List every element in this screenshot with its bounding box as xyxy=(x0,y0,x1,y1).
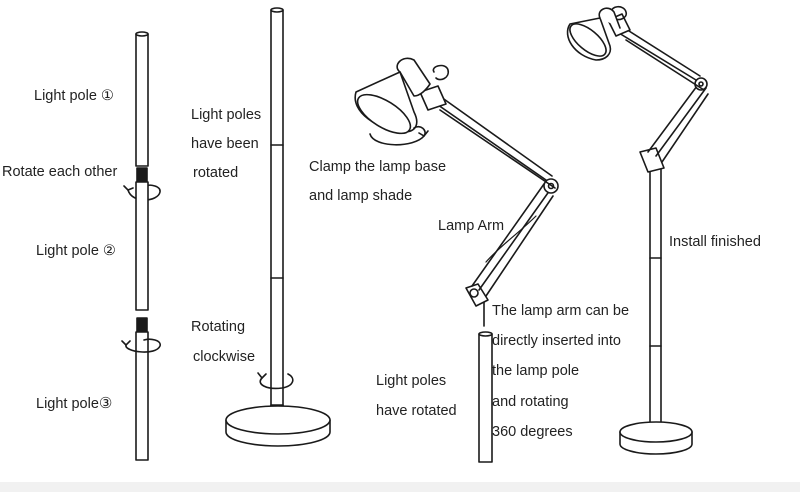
clockwise-arrow xyxy=(257,372,294,390)
lamp-shade xyxy=(354,57,431,135)
light-pole-3-label: Light pole③ xyxy=(36,395,112,413)
insert-note-line1: The lamp arm can be xyxy=(492,303,630,319)
step4-finished-lamp xyxy=(566,5,709,455)
rotate-each-other-label: Rotate each other xyxy=(2,164,118,180)
rotating-clockwise-line2: clockwise xyxy=(193,349,256,365)
light-pole-3-text: Light pole xyxy=(36,396,99,412)
arm-lower-joint xyxy=(465,283,489,307)
lamp-pole-stub xyxy=(478,331,493,463)
head-joint xyxy=(419,64,450,111)
poles-rotated-line1: Light poles xyxy=(191,107,262,123)
bottom-strip xyxy=(0,482,800,492)
poles-have-rotated-line1: Light poles xyxy=(376,373,447,389)
insert-note-line5: 360 degrees xyxy=(492,424,573,440)
step1-poles xyxy=(121,31,161,461)
light-pole-2 xyxy=(135,181,149,311)
finished-lamp-shade xyxy=(566,7,621,61)
lamp-arm xyxy=(427,91,559,297)
insert-note-line4: and rotating xyxy=(492,394,569,410)
light-pole-1-label: Light pole ① xyxy=(34,88,114,104)
clamp-label-line2: and lamp shade xyxy=(309,188,413,204)
light-pole-3-number: ③ xyxy=(98,395,113,412)
poles-have-rotated-line2: have rotated xyxy=(376,403,457,419)
light-pole-3 xyxy=(121,317,161,461)
install-finished-label: Install finished xyxy=(669,234,761,250)
step2-assembled-pole xyxy=(225,7,331,447)
rotating-clockwise-line1: Rotating xyxy=(191,319,246,335)
round-base xyxy=(225,405,331,447)
shade-rotate-arrow xyxy=(369,125,429,146)
light-pole-2-label: Light pole ② xyxy=(36,243,116,259)
insert-note-line3: the lamp pole xyxy=(492,363,580,379)
poles-rotated-line2: have been xyxy=(191,136,259,152)
step3-arm-install xyxy=(354,57,559,463)
light-pole-1 xyxy=(135,31,149,167)
clamp-label-line1: Clamp the lamp base xyxy=(309,159,447,175)
lamp-arm-label: Lamp Arm xyxy=(438,218,505,234)
insert-note-line2: directly inserted into xyxy=(492,333,621,349)
poles-rotated-line3: rotated xyxy=(193,165,239,181)
finished-base xyxy=(619,421,693,455)
